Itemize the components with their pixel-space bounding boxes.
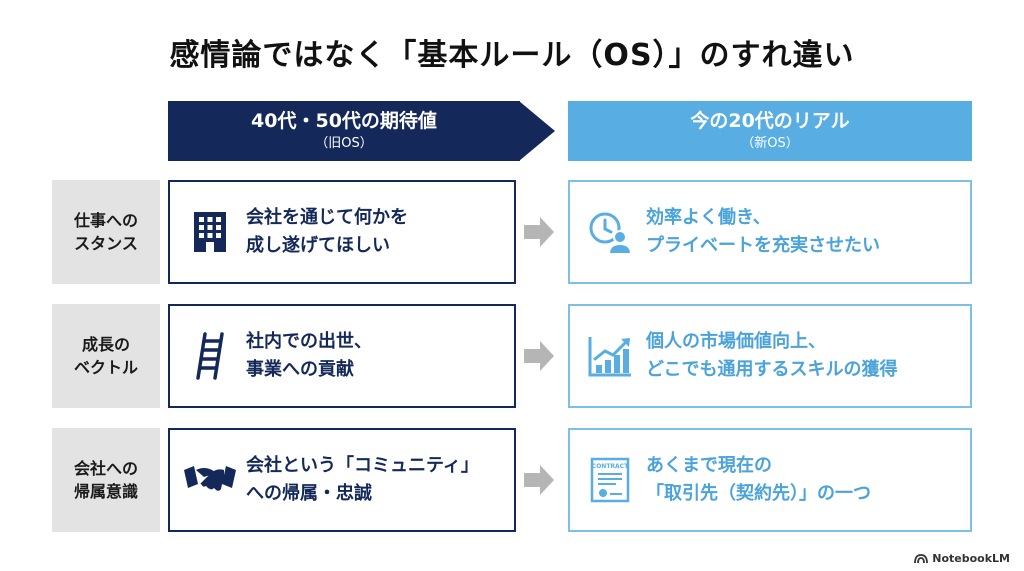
notebooklm-logo-icon (914, 553, 929, 563)
arrow-right-icon (524, 341, 554, 371)
card-text-line: あくまで現在の (646, 455, 772, 476)
ladder-icon (184, 332, 236, 380)
card-text-line: 成し遂げてほしい (246, 235, 390, 256)
handshake-icon (184, 462, 236, 498)
contract-icon-text: CONTRACT (592, 463, 629, 470)
header-old-sub: （旧OS） (315, 136, 373, 151)
header-new-sub: （新OS） (741, 136, 799, 151)
card-old-work-stance: 会社を通じて何かを 成し遂げてほしい (168, 180, 516, 284)
row-label-growth-vector: 成長の ベクトル (52, 304, 160, 408)
row-label-line: 会社への (73, 459, 138, 478)
card-text-line: 会社という「コミュニティ」 (246, 455, 479, 476)
arrow-right-icon (524, 465, 554, 495)
card-text-line: 事業への貢献 (246, 359, 354, 380)
card-new-text: あくまで現在の 「取引先（契約先）」の一つ (646, 452, 871, 508)
header-new-os: 今の20代のリアル （新OS） (568, 101, 972, 161)
row-label-work-stance: 仕事への スタンス (52, 180, 160, 284)
contract-icon: CONTRACT (584, 457, 636, 503)
card-old-text: 社内での出世、 事業への貢献 (246, 328, 372, 384)
notebooklm-watermark: NotebookLM (914, 552, 1010, 565)
arrow-right-icon (524, 217, 554, 247)
header-old-os: 40代・50代の期待値 （旧OS） (168, 101, 520, 161)
building-icon (184, 210, 236, 254)
row-label-line: ベクトル (73, 358, 138, 377)
card-text-line: 社内での出世、 (246, 331, 372, 352)
page-title: 感情論ではなく「基本ルール（OS）」のすれ違い (169, 38, 855, 73)
row-label-line: 成長の (81, 335, 130, 354)
row-label-belonging: 会社への 帰属意識 (52, 428, 160, 532)
card-text-line: プライベートを充実させたい (646, 235, 880, 256)
card-new-text: 効率よく働き、 プライベートを充実させたい (646, 204, 880, 260)
row-label-line: 帰属意識 (73, 482, 138, 501)
card-new-growth-vector: 個人の市場価値向上、 どこでも通用するスキルの獲得 (568, 304, 972, 408)
card-new-text: 個人の市場価値向上、 どこでも通用するスキルの獲得 (646, 328, 897, 384)
card-old-text: 会社を通じて何かを 成し遂げてほしい (246, 204, 408, 260)
card-old-belonging: 会社という「コミュニティ」 への帰属・忠誠 (168, 428, 516, 532)
card-text-line: 「取引先（契約先）」の一つ (646, 483, 871, 504)
growth-chart-icon (584, 335, 636, 377)
card-text-line: 会社を通じて何かを (246, 207, 408, 228)
card-old-text: 会社という「コミュニティ」 への帰属・忠誠 (246, 452, 479, 508)
card-text-line: への帰属・忠誠 (246, 483, 372, 504)
row-label-line: 仕事への (73, 211, 138, 230)
row-label-line: スタンス (74, 234, 138, 253)
clock-person-icon (584, 210, 636, 254)
card-old-growth-vector: 社内での出世、 事業への貢献 (168, 304, 516, 408)
card-text-line: 個人の市場価値向上、 (646, 331, 826, 352)
header-old-title: 40代・50代の期待値 (251, 110, 437, 132)
card-new-belonging: CONTRACT あくまで現在の 「取引先（契約先）」の一つ (568, 428, 972, 532)
footer-text: NotebookLM (932, 552, 1010, 565)
header-arrow-icon (519, 101, 555, 161)
card-text-line: 効率よく働き、 (646, 207, 771, 228)
card-new-work-stance: 効率よく働き、 プライベートを充実させたい (568, 180, 972, 284)
header-new-title: 今の20代のリアル (690, 110, 850, 132)
card-text-line: どこでも通用するスキルの獲得 (646, 359, 898, 380)
